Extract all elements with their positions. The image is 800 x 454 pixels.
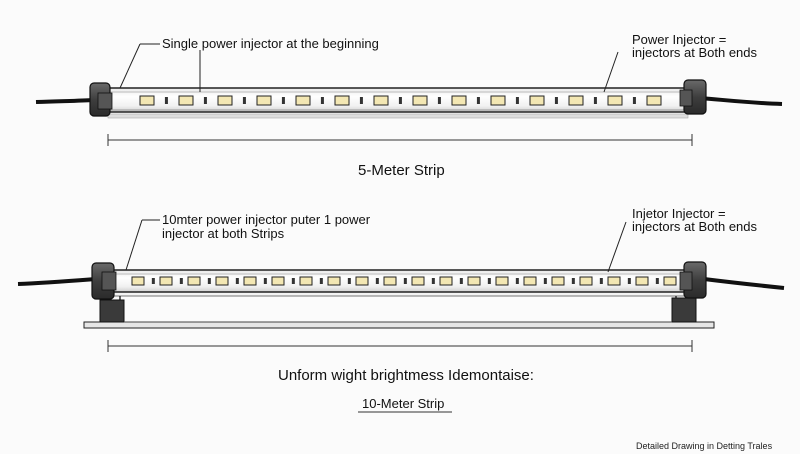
cable-left: [35, 98, 95, 104]
resistor-mark: [398, 97, 402, 104]
resistor-mark: [593, 97, 597, 104]
cable-right: [699, 96, 783, 106]
led-row-10m: [131, 276, 677, 286]
resistor-mark: [431, 278, 435, 284]
led-chip: [607, 95, 623, 106]
led-chip: [607, 276, 621, 286]
title-10m-strip: 10-Meter Strip: [362, 396, 445, 411]
led-chip: [635, 276, 649, 286]
resistor-mark: [571, 278, 575, 284]
leader-left-diag: [125, 219, 143, 271]
label-injetor-injector: Injetor Injector =: [632, 206, 726, 221]
led-chip: [271, 276, 285, 286]
resistor-mark: [319, 278, 323, 284]
led-chip: [529, 95, 545, 106]
resistor-mark: [599, 278, 603, 284]
resistor-mark: [515, 278, 519, 284]
end-cap-left: [91, 262, 117, 300]
led-chip: [327, 276, 341, 286]
resistor-mark: [320, 97, 324, 104]
led-chip: [373, 95, 389, 106]
resistor-mark: [515, 97, 519, 104]
led-chip: [579, 276, 593, 286]
led-chip: [467, 276, 481, 286]
strip-5m: [35, 43, 783, 146]
resistor-mark: [632, 97, 636, 104]
resistor-mark: [151, 278, 155, 284]
led-chip: [131, 276, 145, 286]
leader-left-diag: [119, 43, 141, 89]
footer-note: Detailed Drawing in Detting Trales: [636, 441, 773, 451]
led-chip: [451, 95, 467, 106]
label-power-injector: Power Injector =: [632, 32, 727, 47]
led-chip: [178, 95, 194, 106]
led-chip: [334, 95, 350, 106]
resistor-mark: [207, 278, 211, 284]
led-chip: [663, 276, 677, 286]
resistor-mark: [164, 97, 168, 104]
led-chip: [551, 276, 565, 286]
end-cap-right: [679, 79, 707, 115]
led-chip: [495, 276, 509, 286]
resistor-mark: [375, 278, 379, 284]
led-chip: [411, 276, 425, 286]
resistor-mark: [179, 278, 183, 284]
resistor-mark: [242, 97, 246, 104]
resistor-mark: [437, 97, 441, 104]
led-chip: [215, 276, 229, 286]
led-chip: [383, 276, 397, 286]
led-chip: [490, 95, 506, 106]
resistor-mark: [403, 278, 407, 284]
label-10m-injector-line2: injector at both Strips: [162, 226, 285, 241]
led-chip: [295, 95, 311, 106]
label-injectors-both-ends: injectors at Both ends: [632, 45, 758, 60]
cable-right: [703, 277, 785, 290]
led-row-5m: [139, 95, 662, 106]
led-chip: [243, 276, 257, 286]
cable-left: [17, 277, 97, 286]
led-chip: [355, 276, 369, 286]
resistor-mark: [655, 278, 659, 284]
resistor-mark: [543, 278, 547, 284]
resistor-mark: [459, 278, 463, 284]
led-chip: [523, 276, 537, 286]
end-cap-left: [89, 82, 113, 117]
resistor-mark: [291, 278, 295, 284]
resistor-mark: [203, 97, 207, 104]
led-chip: [646, 95, 662, 106]
resistor-mark: [281, 97, 285, 104]
led-chip: [299, 276, 313, 286]
resistor-mark: [347, 278, 351, 284]
resistor-mark: [235, 278, 239, 284]
led-chip: [187, 276, 201, 286]
end-cap-right: [679, 261, 707, 299]
led-chip: [256, 95, 272, 106]
resistor-mark: [554, 97, 558, 104]
resistor-mark: [487, 278, 491, 284]
resistor-mark: [476, 97, 480, 104]
led-chip: [159, 276, 173, 286]
leader-right: [603, 51, 619, 93]
label-injectors-both-ends-10m: injectors at Both ends: [632, 219, 758, 234]
leader-right: [607, 221, 627, 273]
led-chip: [439, 276, 453, 286]
resistor-mark: [627, 278, 631, 284]
resistor-mark: [359, 97, 363, 104]
led-chip: [412, 95, 428, 106]
label-10m-injector-line1: 10mter power injector puter 1 power: [162, 212, 371, 227]
led-chip: [568, 95, 584, 106]
caption-uniform-brightness: Unform wight brightmess Idemontaise:: [278, 367, 534, 384]
resistor-mark: [263, 278, 267, 284]
led-chip: [217, 95, 233, 106]
title-5m-strip: 5-Meter Strip: [358, 162, 445, 179]
led-chip: [139, 95, 155, 106]
label-single-injector: Single power injector at the beginning: [162, 36, 379, 51]
strip-10m: [17, 219, 785, 413]
